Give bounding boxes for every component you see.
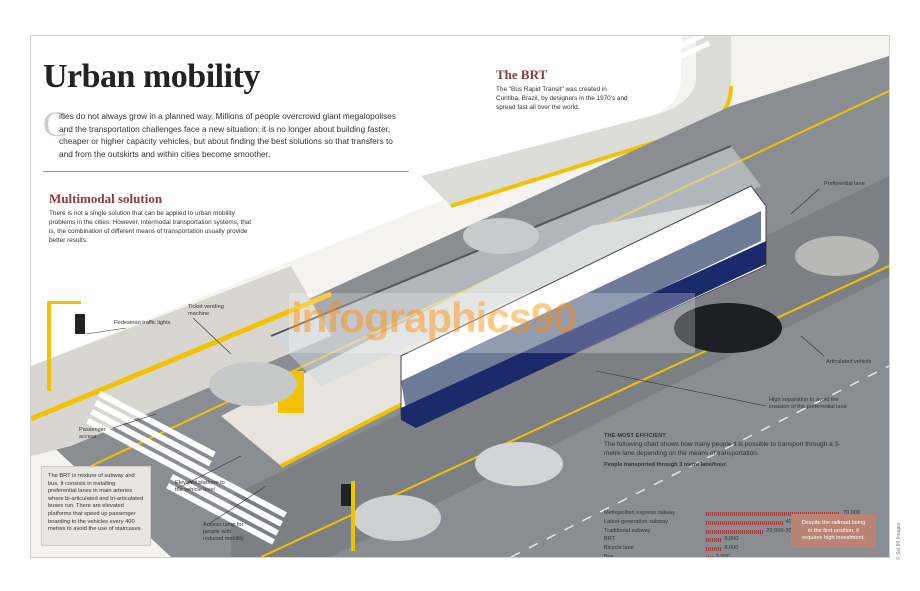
chart-eyebrow: THE MOST EFFICIENT	[604, 433, 666, 439]
brt-info-box: The BRT is mixture of subway and bus. It…	[41, 466, 151, 546]
chart-row: Traditional subway 20,000-30,000	[604, 528, 874, 536]
chart-value-label: 3,500	[715, 554, 730, 558]
chart-category-label: BRT	[604, 536, 616, 543]
chart-bar	[706, 556, 713, 557]
chart-value-label: 70,000	[843, 510, 861, 516]
section-divider	[43, 171, 409, 172]
infographic-frame: Urban mobility C ities do not always gro…	[30, 35, 890, 558]
callout-articulated-vehicle: Articulated vehicle	[826, 359, 872, 365]
callout-access-ramp: Access ramp for people with reduced mobi…	[203, 522, 244, 542]
intro-paragraph: ities do not always grow in a planned wa…	[59, 111, 396, 159]
multimodal-paragraph: There is not a single solution that can …	[49, 210, 252, 244]
chart-value-label: 8,000	[724, 536, 739, 543]
brt-paragraph: The "Bus Rapid Transit" was created in C…	[496, 86, 628, 111]
chart-category-label: Bicycle lane	[604, 545, 634, 552]
callout-pedestrian-lights: Pedestrian traffic lights	[114, 320, 171, 326]
street-illustration	[31, 36, 889, 557]
watermark: infographics90	[291, 294, 577, 341]
chart-category-label: Bus	[604, 554, 614, 558]
brt-heading: The BRT	[496, 67, 548, 82]
chart-title: The following chart shows how many peopl…	[604, 441, 841, 457]
multimodal-heading: Multimodal solution	[49, 191, 163, 206]
image-credit: © Sol 90 Images	[896, 522, 902, 560]
chart-category-label: Latest-generation subway	[604, 518, 669, 525]
callout-ticket-machine: Ticket vending machine	[188, 304, 224, 317]
chart-row: Bus 3,500	[604, 554, 874, 558]
chart-bar	[706, 529, 764, 534]
callout-high-separation: High separation to avoid the invasion of…	[769, 397, 847, 410]
callout-preferential-lane: Preferential lane	[824, 181, 865, 187]
capacity-chart: THE MOST EFFICIENT The following chart s…	[604, 433, 874, 557]
chart-category-label: Traditional subway	[604, 527, 651, 534]
chart-bar	[706, 512, 840, 516]
chart-bar	[706, 538, 722, 543]
chart-bar	[706, 547, 722, 552]
intro-dropcap: C	[43, 104, 68, 144]
chart-row: Bicycle lane 8,000	[604, 545, 874, 553]
watermark-backdrop	[289, 293, 695, 353]
chart-row: BRT 8,000	[604, 536, 874, 544]
callout-elevated-platform: Elevated platform to the vehicle level	[175, 480, 225, 493]
callout-passenger-access: Passenger access	[79, 427, 106, 440]
chart-value-label: 20,000-30,000	[766, 527, 803, 534]
chart-value-label: 8,000	[724, 545, 739, 552]
chart-row: Metropolitan express railway 70,000	[604, 510, 874, 518]
chart-subtitle: People transported through 3 metre lane/…	[604, 462, 728, 468]
chart-bar	[706, 520, 783, 525]
page-title: Urban mobility	[43, 58, 260, 95]
chart-category-label: Metropolitan express railway	[604, 510, 675, 516]
note-box: Despite the railroad being in the first …	[791, 514, 876, 548]
